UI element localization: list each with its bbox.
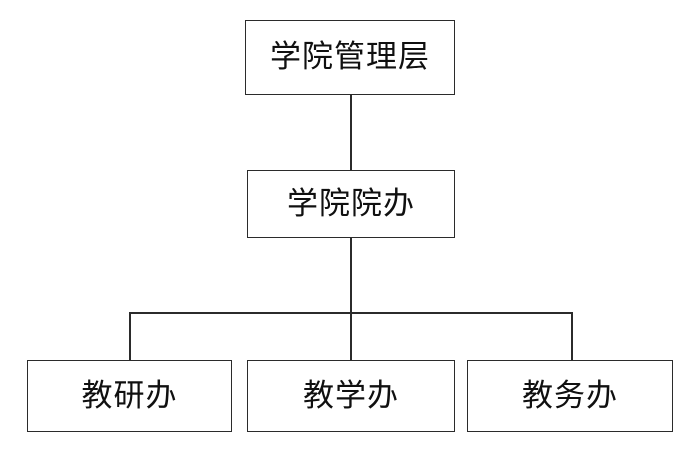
connector-mid-trunk	[350, 237, 352, 361]
node-box-college-management[interactable]: 学院管理层	[245, 20, 455, 95]
node-box-teaching-office[interactable]: 教学办	[247, 360, 455, 432]
node-label-academic-affairs-office: 教务办	[522, 377, 618, 414]
connector-drop-right	[571, 312, 573, 361]
node-box-academic-affairs-office[interactable]: 教务办	[467, 360, 673, 432]
node-label-teaching-office: 教学办	[303, 377, 399, 414]
node-box-college-office[interactable]: 学院院办	[247, 170, 455, 238]
node-label-research-office: 教研办	[81, 377, 178, 414]
node-box-research-office[interactable]: 教研办	[27, 360, 232, 432]
connector-top-to-mid	[350, 94, 352, 171]
node-label-college-management: 学院管理层	[270, 39, 430, 75]
connector-horizontal-bus	[130, 312, 573, 314]
connector-drop-left	[129, 312, 131, 361]
node-label-college-office: 学院院办	[287, 185, 415, 222]
